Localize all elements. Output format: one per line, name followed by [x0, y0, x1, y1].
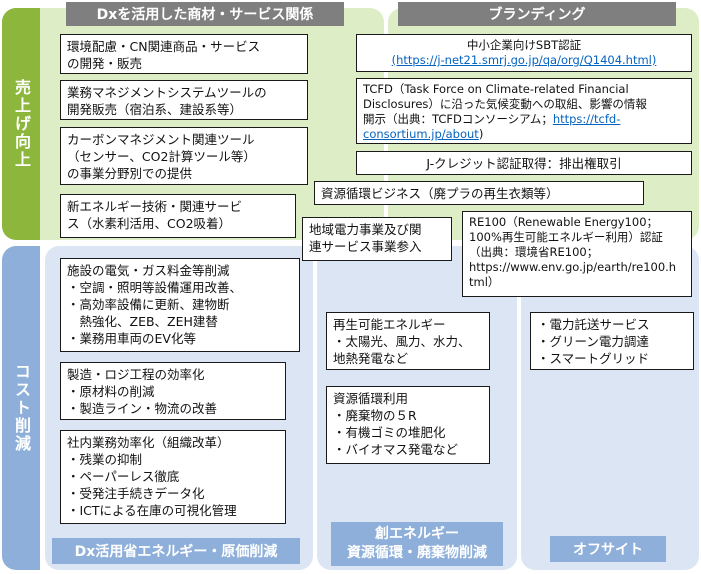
box-eco-products-line: の開発・販売	[67, 56, 143, 71]
cost-side-label: コスト削減	[2, 246, 40, 570]
box-manufacturing: 製造・ロジ工程の効率化 ・原材料の削減 ・製造ライン・物流の改善	[60, 362, 286, 420]
box-eco-products: 環境配慮・CN関連商品・サービス の開発・販売	[60, 34, 308, 74]
cost-side-text: コスト削減	[12, 363, 31, 453]
box-tcfd-line: TCFD（Task Force on Climate-related Finan…	[363, 82, 629, 96]
box-renewable-line: 地熱発電など	[333, 351, 409, 366]
box-renewable: 再生可能エネルギー ・太陽光、風力、水力、 地熱発電など	[326, 312, 490, 370]
box-tcfd-link[interactable]: https://tcfd-	[552, 112, 621, 126]
box-carbon-tool-line: （センサー、CO2計算ツール等）	[67, 149, 256, 164]
box-sbt-title: 中小企業向けSBT認証	[466, 38, 582, 52]
box-new-energy: 新エネルギー技術・関連サービ ス（水素利活用、CO2吸着）	[60, 194, 296, 238]
header-create-energy-line1: 創エネルギー	[375, 526, 459, 542]
box-re100-line: RE100（Renewable Energy100；	[469, 215, 659, 229]
box-re100-line: https://www.env.go.jp/earth/re100.h	[469, 260, 677, 274]
box-tcfd-line: 開示（出典：TCFDコンソーシアム；	[363, 112, 553, 126]
box-manufacturing-line: 製造・ロジ工程の効率化	[67, 367, 205, 382]
revenue-side-label: 売上げ向上	[2, 8, 40, 240]
box-offsite-line: ・スマートグリッド	[537, 351, 650, 366]
box-tcfd-link[interactable]: consortium.jp/about	[363, 127, 479, 141]
header-offsite: オフサイト	[550, 536, 666, 562]
box-sbt: 中小企業向けSBT認証 (https://j-net21.smrj.go.jp/…	[356, 34, 692, 72]
box-tcfd-paren: )	[478, 127, 484, 141]
box-business-system-line: 業務マネジメントシステムツールの	[67, 85, 267, 100]
box-business-system-line: 開発販売（宿泊系、建設系等）	[67, 102, 243, 117]
box-facility-saving-line: 熱強化、ZEB、ZEH建替	[67, 314, 218, 329]
box-carbon-tool: カーボンマネジメント関連ツール （センサー、CO2計算ツール等） の事業分野別で…	[60, 127, 308, 185]
box-carbon-tool-line: の事業分野別での提供	[67, 166, 193, 181]
box-facility-saving-line: ・高効率設備に更新、建物断	[67, 297, 230, 312]
box-sbt-link[interactable]: (https://j-net21.smrj.go.jp/qa/org/Q1404…	[391, 53, 657, 67]
box-facility-saving-line: ・空調・照明等設備運用改善、	[67, 280, 243, 295]
box-office-reform-line: 社内業務効率化（組織改革）	[67, 435, 230, 450]
box-office-reform-line: ・受発注手続きデータ化	[67, 486, 205, 501]
box-recycling-line: ・有機ゴミの堆肥化	[333, 425, 446, 440]
box-facility-saving-line: ・業務用車両のEV化等	[67, 331, 196, 346]
box-re100: RE100（Renewable Energy100； 100%再生可能エネルギー…	[462, 211, 692, 297]
box-regional-power-line: 連サービス事業参入	[309, 239, 422, 254]
box-new-energy-line: 新エネルギー技術・関連サービ	[67, 199, 243, 214]
box-re100-line: （出典：環境省RE100；	[469, 245, 599, 259]
box-jcredit: J-クレジット認証取得：排出権取引	[356, 151, 692, 175]
box-recycling: 資源循環利用 ・廃棄物の５R ・有機ゴミの堆肥化 ・バイオマス発電など	[326, 386, 490, 464]
box-recycling-line: 資源循環利用	[333, 391, 409, 406]
box-new-energy-line: ス（水素利活用、CO2吸着）	[67, 216, 232, 231]
box-re100-line: 100%再生可能エネルギー利用）認証	[469, 230, 663, 244]
box-resource-business: 資源循環ビジネス（廃プラの再生衣類等）	[314, 181, 644, 205]
box-carbon-tool-line: カーボンマネジメント関連ツール	[67, 132, 255, 147]
header-create-energy: 創エネルギー 資源循環・廃棄物削減	[331, 522, 503, 566]
box-re100-line: tml）	[469, 275, 500, 289]
box-regional-power: 地域電力事業及び関 連サービス事業参入	[302, 217, 452, 261]
box-regional-power-line: 地域電力事業及び関	[309, 222, 422, 237]
header-dx-saving: Dx活用省エネルギー・原価削減	[52, 538, 300, 564]
box-facility-saving-line: 施設の電気・ガス料金等削減	[67, 263, 230, 278]
box-offsite-line: ・グリーン電力調達	[537, 334, 649, 349]
box-recycling-line: ・バイオマス発電など	[333, 442, 459, 457]
box-manufacturing-line: ・製造ライン・物流の改善	[67, 401, 218, 416]
box-offsite-line: ・電力託送サービス	[537, 317, 650, 332]
revenue-side-text: 売上げ向上	[12, 79, 31, 169]
box-office-reform: 社内業務効率化（組織改革） ・残業の抑制 ・ペーパーレス徹底 ・受発注手続きデー…	[60, 430, 286, 524]
box-manufacturing-line: ・原材料の削減	[67, 384, 155, 399]
box-renewable-line: 再生可能エネルギー	[333, 317, 446, 332]
box-offsite: ・電力託送サービス ・グリーン電力調達 ・スマートグリッド	[530, 312, 694, 370]
box-office-reform-line: ・ペーパーレス徹底	[67, 469, 180, 484]
box-recycling-line: ・廃棄物の５R	[333, 408, 417, 423]
box-business-system: 業務マネジメントシステムツールの 開発販売（宿泊系、建設系等）	[60, 80, 308, 120]
cost-band-right	[521, 246, 699, 570]
box-facility-saving: 施設の電気・ガス料金等削減 ・空調・照明等設備運用改善、 ・高効率設備に更新、建…	[60, 258, 300, 352]
header-branding: ブランディング	[398, 2, 676, 26]
box-tcfd-line: Disclosures）に沿った気候変動への取組、影響の情報	[363, 97, 647, 111]
box-eco-products-line: 環境配慮・CN関連商品・サービス	[67, 39, 261, 54]
box-renewable-line: ・太陽光、風力、水力、	[333, 334, 471, 349]
header-dx-products: Dxを活用した商材・サービス関係	[66, 2, 344, 26]
box-tcfd: TCFD（Task Force on Climate-related Finan…	[356, 78, 692, 144]
box-office-reform-line: ・残業の抑制	[67, 452, 143, 467]
box-office-reform-line: ・ICTによる在庫の可視化管理	[67, 503, 237, 518]
header-create-energy-line2: 資源循環・廃棄物削減	[347, 545, 487, 561]
